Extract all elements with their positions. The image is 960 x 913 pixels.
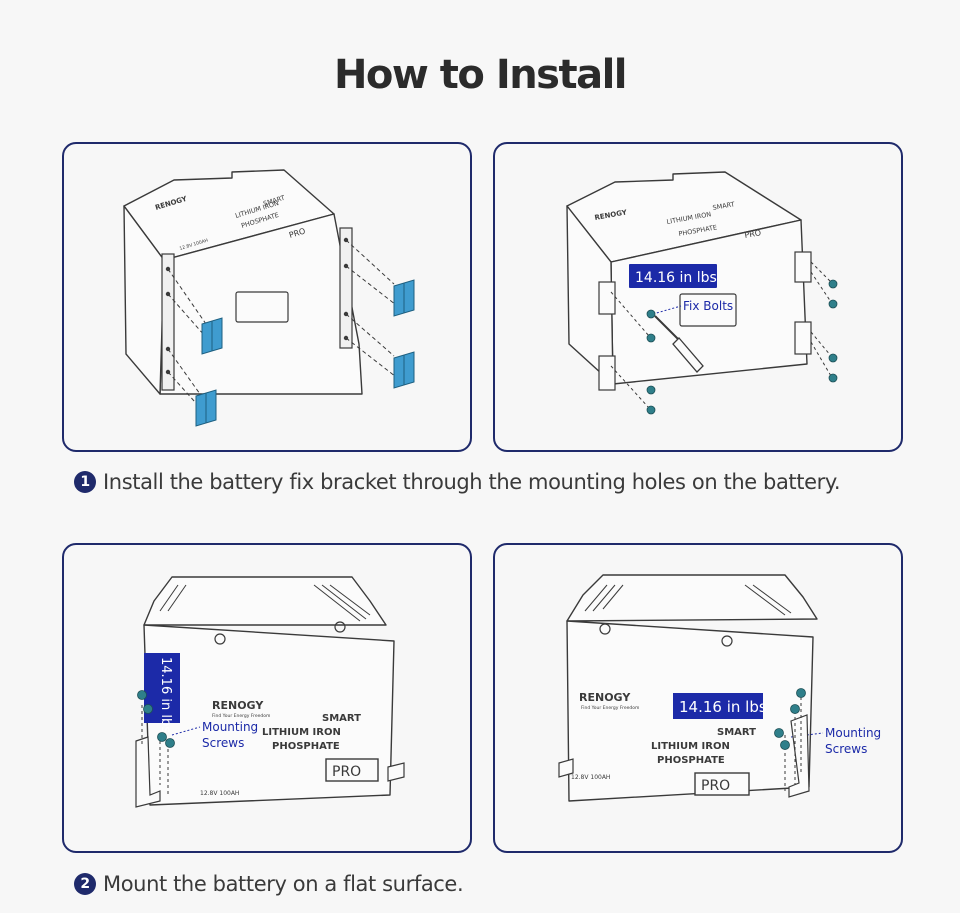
step-1-instruction: 1 Install the battery fix bracket throug… (74, 470, 841, 494)
product-line-2-4: LITHIUM IRON (651, 741, 730, 752)
battery-front-left-illustration: 14.16 in lbs RENOGY Find Your Energy Fre… (135, 576, 405, 808)
step-1-number-badge: 1 (74, 471, 96, 493)
torque-callout-vertical: 14.16 in lbs (158, 657, 173, 733)
product-line-1-4: SMART (717, 727, 756, 738)
step-2-instruction: 2 Mount the battery on a flat surface. (74, 872, 464, 896)
screwdriver-icon (654, 315, 704, 373)
mounting-screws-label-line-1: Mounting (202, 720, 258, 734)
screw-icons (137, 690, 175, 748)
panel-mount-left: 14.16 in lbs RENOGY Find Your Energy Fre… (62, 543, 472, 853)
product-line-1-3: SMART (322, 713, 361, 724)
product-line-1-2: SMART (712, 200, 735, 212)
panel-attach-brackets: RENOGY SMART LITHIUM IRON PHOSPHATE PRO … (62, 142, 472, 452)
product-line-2-3: LITHIUM IRON (262, 727, 341, 738)
brand-tagline-4: Find Your Energy Freedom (581, 705, 639, 711)
pro-badge-2: PRO (744, 228, 762, 240)
product-line-3-4: PHOSPHATE (657, 755, 725, 766)
screw-icons-4 (774, 688, 806, 750)
torque-callout: 14.16 in lbs (635, 270, 717, 286)
torque-callout-4: 14.16 in lbs (679, 698, 767, 716)
step-2-number-badge: 2 (74, 873, 96, 895)
fix-bolts-label: Fix Bolts (683, 299, 733, 313)
pro-badge-3: PRO (332, 764, 361, 780)
product-line-3-3: PHOSPHATE (272, 741, 340, 752)
pro-badge-4: PRO (701, 778, 730, 794)
step-2-text: Mount the battery on a flat surface. (103, 872, 464, 896)
brand-label-4: RENOGY (579, 691, 631, 704)
panel-fix-bolts: RENOGY SMART LITHIUM IRON PHOSPHATE PRO … (493, 142, 903, 452)
battery-front-right-illustration: RENOGY Find Your Energy Freedom 14.16 in… (558, 574, 881, 802)
mounting-screws-label-line-2-4: Screws (825, 742, 867, 756)
page-title: How to Install (333, 52, 628, 98)
bolt-icons (646, 279, 838, 415)
rating-label-4: 12.8V 100AH (571, 774, 610, 781)
rating-label-3: 12.8V 100AH (200, 790, 239, 797)
battery-bolts-illustration: RENOGY SMART LITHIUM IRON PHOSPHATE PRO … (566, 171, 838, 415)
brand-tagline: Find Your Energy Freedom (212, 713, 270, 719)
brand-label-3: RENOGY (212, 699, 264, 712)
mounting-screws-label-line-2: Screws (202, 736, 244, 750)
mounting-screws-label-line-1-4: Mounting (825, 726, 881, 740)
battery-side-illustration: RENOGY SMART LITHIUM IRON PHOSPHATE PRO … (123, 169, 415, 427)
step-1-text: Install the battery fix bracket through … (103, 470, 841, 494)
panel-mount-right: RENOGY Find Your Energy Freedom 14.16 in… (493, 543, 903, 853)
